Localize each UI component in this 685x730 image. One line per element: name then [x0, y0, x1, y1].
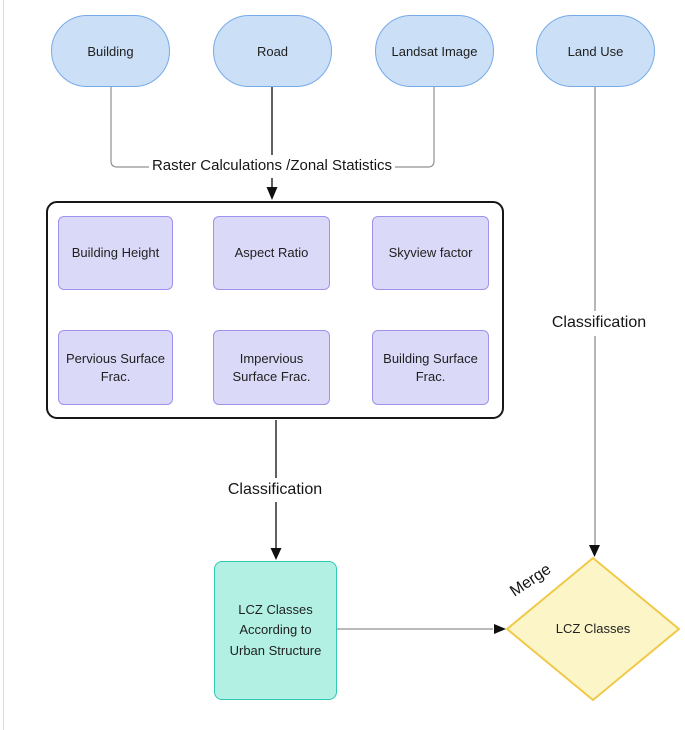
node-lcz-structure: LCZ Classes According to Urban Structure	[214, 561, 337, 700]
node-building-height: Building Height	[58, 216, 173, 290]
node-land-use: Land Use	[536, 15, 655, 87]
node-building: Building	[51, 15, 170, 87]
node-aspect-ratio-label: Aspect Ratio	[234, 245, 309, 261]
edge-landsat-to-raster	[380, 87, 435, 168]
edge-label-classification-right: Classification	[548, 314, 650, 332]
node-building-surface-frac: Building Surface Frac.	[372, 330, 489, 405]
arrowhead-into-parameters	[266, 187, 278, 200]
node-skyview-factor-label: Skyview factor	[388, 245, 473, 261]
arrowhead-into-structure	[270, 548, 282, 560]
arrowhead-into-merge-left	[494, 624, 506, 634]
node-impervious-surface-frac: Impervious Surface Frac.	[213, 330, 330, 405]
merge-diamond-shape	[506, 557, 680, 701]
node-impervious-surface-frac-label: Impervious Surface Frac.	[232, 350, 311, 384]
node-pervious-surface-frac: Pervious Surface Frac.	[58, 330, 173, 405]
node-lcz-structure-label: LCZ Classes According to Urban Structure	[229, 602, 322, 658]
node-lcz-classes-label: LCZ Classes	[555, 621, 631, 636]
node-skyview-factor: Skyview factor	[372, 216, 489, 290]
node-aspect-ratio: Aspect Ratio	[213, 216, 330, 290]
node-landsat-image: Landsat Image	[375, 15, 494, 87]
node-building-label: Building	[87, 43, 134, 59]
node-building-surface-frac-label: Building Surface Frac.	[383, 350, 478, 384]
node-land-use-label: Land Use	[567, 43, 624, 59]
edge-label-classification-left: Classification	[224, 481, 326, 499]
node-landsat-image-label: Landsat Image	[391, 43, 478, 59]
edge-building-to-raster	[110, 87, 165, 168]
node-building-height-label: Building Height	[71, 245, 160, 261]
edge-label-raster-calculations: Raster Calculations /Zonal Statistics	[148, 157, 396, 174]
node-road-label: Road	[256, 43, 289, 59]
node-road: Road	[213, 15, 332, 87]
canvas-left-divider	[3, 0, 4, 730]
arrowhead-into-merge-top	[589, 545, 600, 557]
node-pervious-surface-frac-label: Pervious Surface Frac.	[66, 350, 165, 384]
